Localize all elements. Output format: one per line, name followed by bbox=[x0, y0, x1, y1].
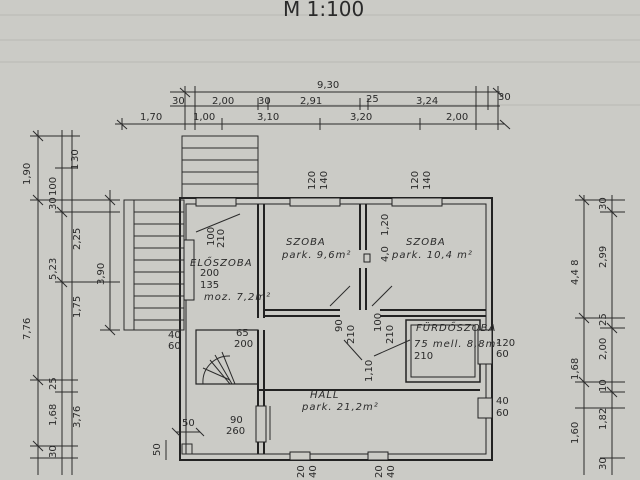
dim-right-200: 2,00 bbox=[598, 338, 609, 360]
dim-right-182: 1,82 bbox=[598, 408, 609, 430]
room-szoba1-area: park. 9,6m² bbox=[281, 250, 351, 261]
w-furdo-60: 60 bbox=[496, 349, 509, 360]
dim-left-168: 1,68 bbox=[48, 404, 59, 426]
dim-right-10: 10 bbox=[598, 379, 609, 392]
w-eloszoba-200: 200 bbox=[200, 268, 219, 279]
dim-right-25: 25 bbox=[598, 313, 609, 326]
dim-left-30c: 30 bbox=[70, 149, 81, 162]
d-eloszoba-210: 210 bbox=[216, 229, 227, 248]
dim-top2-e: 2,00 bbox=[446, 112, 468, 123]
dim-pillar-50b: 50 bbox=[152, 443, 163, 456]
dim-left-175: 1,75 bbox=[72, 296, 83, 318]
left-dimensions bbox=[30, 130, 120, 475]
dim-top-total: 9,30 bbox=[317, 80, 339, 91]
dim-left-390: 3,90 bbox=[96, 263, 107, 285]
dim-top2-d: 3,20 bbox=[350, 112, 372, 123]
dim-top1-d: 2,91 bbox=[300, 96, 322, 107]
pillar-legend bbox=[165, 427, 205, 460]
d-eloszoba-100: 100 bbox=[206, 227, 217, 246]
dim-right-168: 1,68 bbox=[570, 358, 581, 380]
d-szoba2b-210: 210 bbox=[385, 325, 396, 344]
w-hall-40: 40 bbox=[496, 396, 509, 407]
room-hall-name: HALL bbox=[310, 390, 340, 401]
dim-top1-a: 30 bbox=[172, 96, 185, 107]
room-eloszoba-area: moz. 7,2m² bbox=[204, 292, 271, 303]
w-bottom-40b: 40 bbox=[386, 465, 397, 478]
d-szoba2b-100: 100 bbox=[373, 313, 384, 332]
d-szoba2-120: 1,20 bbox=[380, 214, 391, 236]
room-hall-area: park. 21,2m² bbox=[301, 402, 379, 413]
dim-top2-c: 3,10 bbox=[257, 112, 279, 123]
w-szoba2-120: 120 bbox=[410, 171, 421, 190]
dim-left-30a: 30 bbox=[48, 197, 59, 210]
dim-top2-b: 1,00 bbox=[193, 112, 215, 123]
dim-top1-f: 3,24 bbox=[416, 96, 438, 107]
dim-left-25: 25 bbox=[48, 377, 59, 390]
d-szoba1-90: 90 bbox=[334, 319, 345, 332]
top-dimensions bbox=[115, 86, 511, 130]
dim-right-299: 2,99 bbox=[598, 246, 609, 268]
d-furdo-210: 210 bbox=[414, 351, 433, 362]
room-szoba2-area: park. 10,4 m² bbox=[391, 250, 473, 261]
w-eloszoba-135: 135 bbox=[200, 280, 219, 291]
d-stair-200: 200 bbox=[234, 339, 253, 350]
dim-pillar-50a: 50 bbox=[182, 418, 195, 429]
w-szoba1-120: 120 bbox=[307, 171, 318, 190]
dim-right-160: 1,60 bbox=[570, 422, 581, 444]
room-eloszoba-name: ELŐSZOBA bbox=[190, 255, 253, 269]
d-stair-65: 65 bbox=[236, 328, 249, 339]
w-bottom-20b: 20 bbox=[374, 465, 385, 478]
d-hall-90: 90 bbox=[230, 415, 243, 426]
room-szoba1-name: SZOBA bbox=[286, 237, 326, 248]
dim-left-776: 7,76 bbox=[22, 318, 33, 340]
w-szoba2-140: 140 bbox=[422, 171, 433, 190]
room-furdo-area: 75 mell. 8,8m² bbox=[414, 339, 501, 350]
d-szoba2-40: 4,0 bbox=[380, 246, 391, 262]
w-stair-60: 60 bbox=[168, 341, 181, 352]
w-furdo-120: 120 bbox=[496, 338, 515, 349]
w-stair-40: 40 bbox=[168, 330, 181, 341]
dim-hall-110: 1,10 bbox=[364, 360, 375, 382]
dim-top1-c: 30 bbox=[258, 96, 271, 107]
background-ghost-lines bbox=[0, 14, 640, 106]
right-dimensions bbox=[575, 194, 625, 475]
dim-left-1: 1 bbox=[70, 164, 81, 170]
w-hall-60: 60 bbox=[496, 408, 509, 419]
dim-left-225: 2,25 bbox=[72, 228, 83, 250]
room-szoba2-name: SZOBA bbox=[406, 237, 446, 248]
dim-right-30b: 30 bbox=[598, 457, 609, 470]
w-szoba1-140: 140 bbox=[319, 171, 330, 190]
d-hall-260: 260 bbox=[226, 426, 245, 437]
room-furdo-name: FÜRDŐSZOBA bbox=[416, 320, 496, 334]
exterior-staircase bbox=[123, 135, 259, 331]
dim-left-376: 3,76 bbox=[72, 406, 83, 428]
windows bbox=[183, 197, 493, 461]
dim-top2-a: 1,70 bbox=[140, 112, 162, 123]
dim-right-30a: 30 bbox=[598, 197, 609, 210]
dim-top1-g: 30 bbox=[498, 92, 511, 103]
dim-top1-e: 25 bbox=[366, 94, 379, 105]
scale-title: M 1:100 bbox=[283, 0, 364, 21]
d-szoba1-210: 210 bbox=[346, 325, 357, 344]
w-bottom-40a: 40 bbox=[308, 465, 319, 478]
dim-left-30b: 30 bbox=[48, 445, 59, 458]
w-bottom-20a: 20 bbox=[296, 465, 307, 478]
building-walls bbox=[179, 197, 493, 461]
dim-left-190: 1,90 bbox=[22, 163, 33, 185]
dim-left-523: 5,23 bbox=[48, 258, 59, 280]
dim-left-100: 100 bbox=[48, 177, 59, 196]
dim-right-448: 4,4 8 bbox=[570, 260, 581, 285]
dim-top1-b: 2,00 bbox=[212, 96, 234, 107]
